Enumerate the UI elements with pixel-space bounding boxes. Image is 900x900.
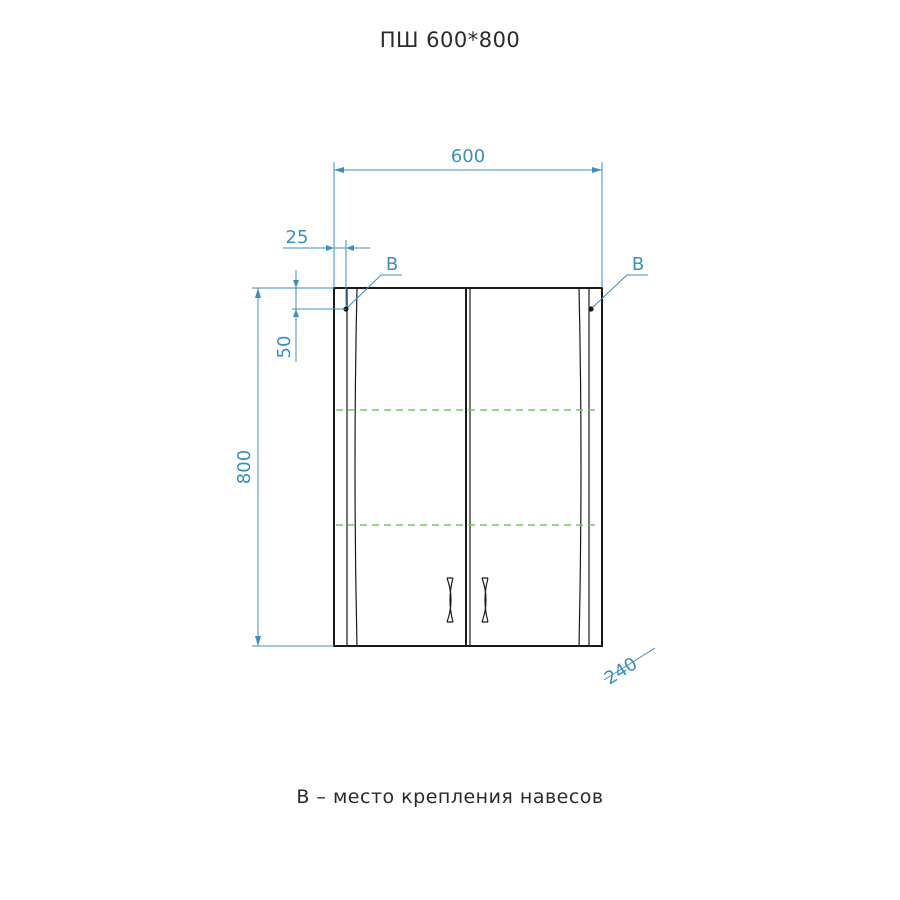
hanger-y-arrow-bottom [293,309,299,317]
mount-leader-left: B [347,254,402,308]
width-arrow-right [592,167,602,173]
height-arrow-bottom [255,636,261,646]
right-door-handle [481,577,489,623]
height-dimension: 800 [234,287,334,647]
hanger-y-arrow-top [293,280,299,288]
left-door-handle [446,577,454,623]
cabinet-outline [333,287,603,647]
mount-legend: B – место крепления навесов [296,786,604,808]
mount-label-right: B [632,254,644,275]
mount-label-left: B [386,254,398,275]
width-label: 600 [451,146,485,167]
left-door-edge [354,287,358,647]
height-arrow-top [255,288,261,298]
hanger-x-label: 25 [286,227,309,248]
right-door-edge [578,287,582,647]
hanger-x-arrow-right [346,245,354,251]
mount-leader-right: B [592,254,648,308]
cabinet-body [333,287,603,647]
mount-point-right [588,306,594,312]
hanger-x-arrow-left [326,245,334,251]
drawing-title: ПШ 600*800 [379,28,521,52]
depth-label: 240 [601,653,641,689]
depth-dim-line [603,647,656,681]
height-label: 800 [234,450,255,484]
depth-dimension: 240 [601,647,656,689]
hanger-y-label: 50 [274,336,295,359]
mount-leader-left-line [347,274,382,308]
width-dimension: 600 [333,146,603,288]
hanger-y-dimension: 50 [274,270,346,362]
width-arrow-left [334,167,344,173]
hanger-x-dimension: 25 [283,227,370,305]
mount-leader-right-line [592,274,628,308]
